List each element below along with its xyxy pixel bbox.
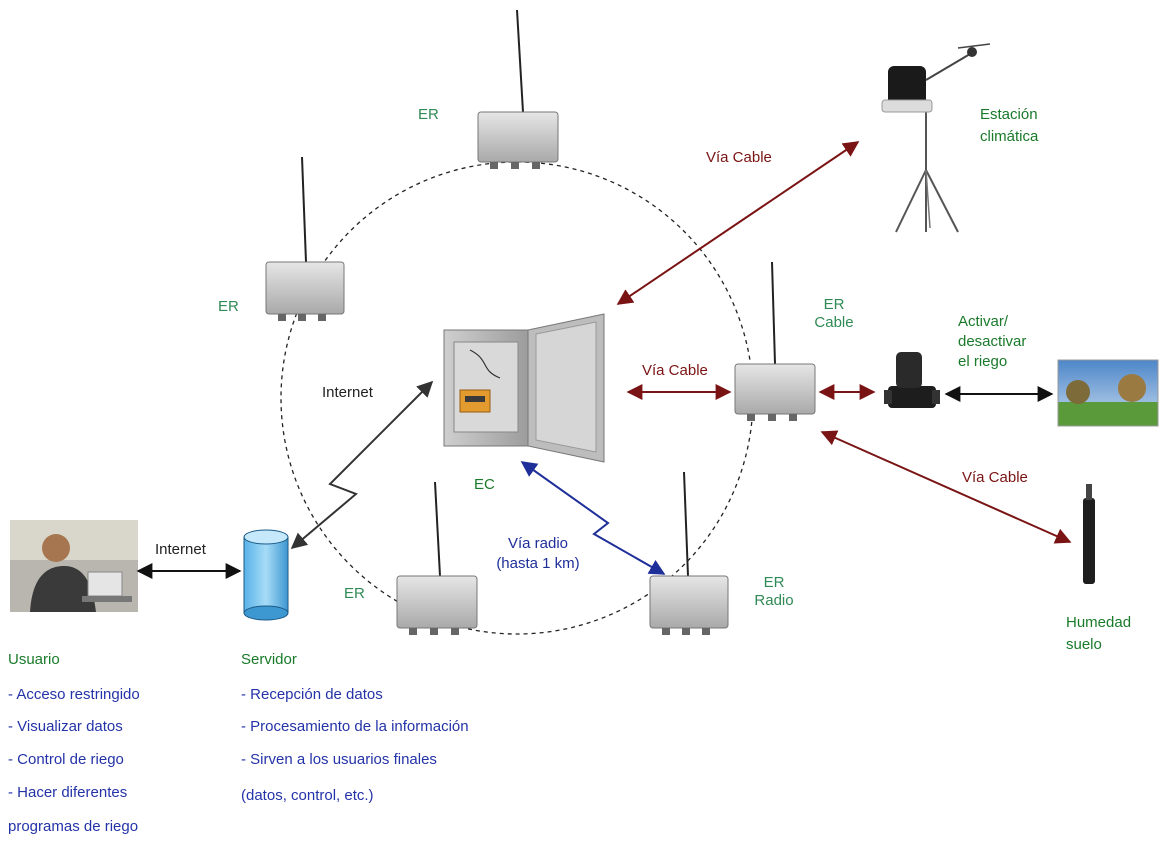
cable-arrow-weather <box>616 141 860 305</box>
usuario-continuation: programas de riego <box>8 818 139 835</box>
valve-icon <box>884 352 940 408</box>
internet-server-label: Internet <box>322 384 373 401</box>
er-top-label: ER <box>418 106 439 123</box>
er-left-label: ER <box>218 298 239 315</box>
radio-link-label: Vía radio (hasta 1 km) <box>496 535 580 572</box>
er-top-device <box>477 9 559 169</box>
cable-weather-label: Vía Cable <box>706 149 772 166</box>
er-radio-device <box>649 471 729 635</box>
er-bottom-label: ER <box>344 585 365 602</box>
weather-station-label: Estación climática <box>980 106 1039 145</box>
usuario-item: - Visualizar datos <box>8 718 123 735</box>
internet-link-server-ec <box>290 380 434 550</box>
soil-sensor-icon <box>1083 484 1095 584</box>
servidor-continuation: (datos, control, etc.) <box>241 787 374 804</box>
er-left-device <box>265 156 345 321</box>
er-bottom-device <box>396 481 478 635</box>
usuario-title: Usuario <box>8 651 60 668</box>
servidor-title: Servidor <box>241 651 297 668</box>
ec-label: EC <box>474 476 495 493</box>
er-radio-label: ER Radio <box>754 574 794 609</box>
servidor-item: - Procesamiento de la información <box>241 718 469 735</box>
server-icon <box>243 529 289 621</box>
usuario-item: - Hacer diferentes <box>8 784 128 801</box>
weather-station-icon <box>881 43 991 233</box>
user-photo <box>10 520 138 612</box>
cable-arrow-soil <box>820 430 1072 544</box>
cable-ec-label: Vía Cable <box>642 362 708 379</box>
usuario-item: - Acceso restringido <box>8 686 140 703</box>
radio-link-arrow <box>520 461 666 575</box>
internet-user-label: Internet <box>155 541 206 558</box>
usuario-item: - Control de riego <box>8 751 124 768</box>
er-cable-device <box>734 261 816 421</box>
er-cable-label: ER Cable <box>814 296 854 331</box>
servidor-item: - Sirven a los usuarios finales <box>241 751 437 768</box>
servidor-item: - Recepción de datos <box>241 686 383 703</box>
ec-cabinet <box>443 313 605 463</box>
cable-soil-label: Vía Cable <box>962 469 1028 486</box>
soil-sensor-label: Humedad suelo <box>1066 614 1132 653</box>
garden-photo <box>1057 359 1159 427</box>
valve-label: Activar/ desactivar el riego <box>958 313 1027 370</box>
